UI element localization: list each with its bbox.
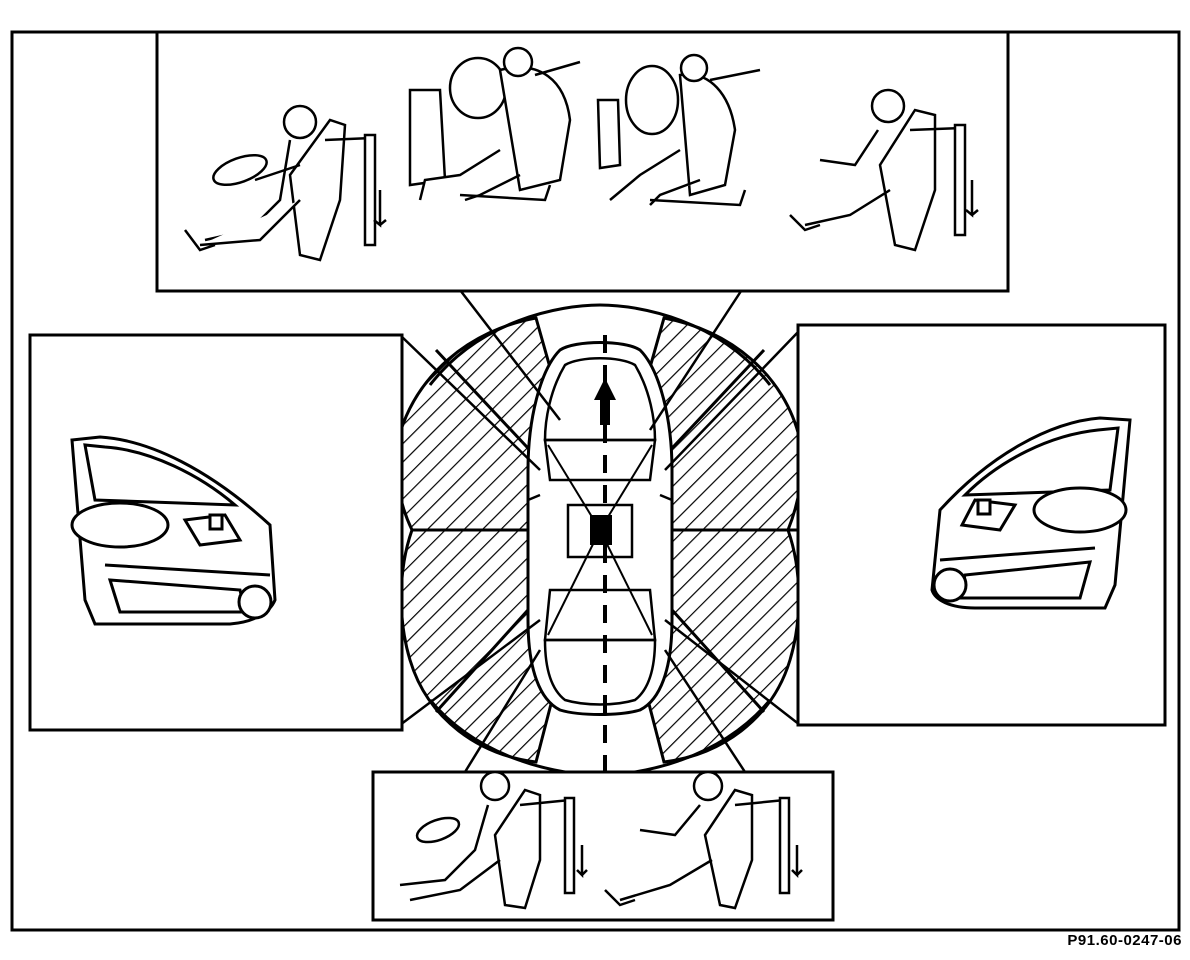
right-door-figure bbox=[930, 416, 1132, 610]
left-door-sidebag-panel bbox=[28, 333, 404, 732]
left-side-airbag-icon bbox=[70, 501, 170, 549]
callout-leaders bbox=[399, 284, 801, 773]
rear-impact-occupant-panel bbox=[371, 770, 835, 922]
front-airbag-icon bbox=[448, 56, 508, 120]
driver-belt-tensioner-figure bbox=[184, 104, 387, 262]
passenger-airbag-icon bbox=[624, 64, 680, 136]
car-top-view bbox=[526, 335, 674, 790]
passenger-front-airbag-figure bbox=[596, 53, 761, 207]
passenger-belt-tensioner-figure bbox=[789, 88, 979, 252]
driving-direction-arrow bbox=[594, 378, 616, 425]
figure-reference-code: P91.60-0247-06 bbox=[1067, 932, 1182, 949]
rear-driver-belt-figure bbox=[399, 770, 588, 910]
right-side-airbag-icon bbox=[1032, 486, 1128, 534]
driver-front-airbag-figure bbox=[408, 46, 581, 202]
front-impact-occupant-panel bbox=[155, 30, 1010, 293]
rear-passenger-belt-figure bbox=[604, 770, 803, 910]
right-door-sidebag-panel bbox=[796, 323, 1167, 727]
left-door-figure bbox=[70, 435, 277, 626]
